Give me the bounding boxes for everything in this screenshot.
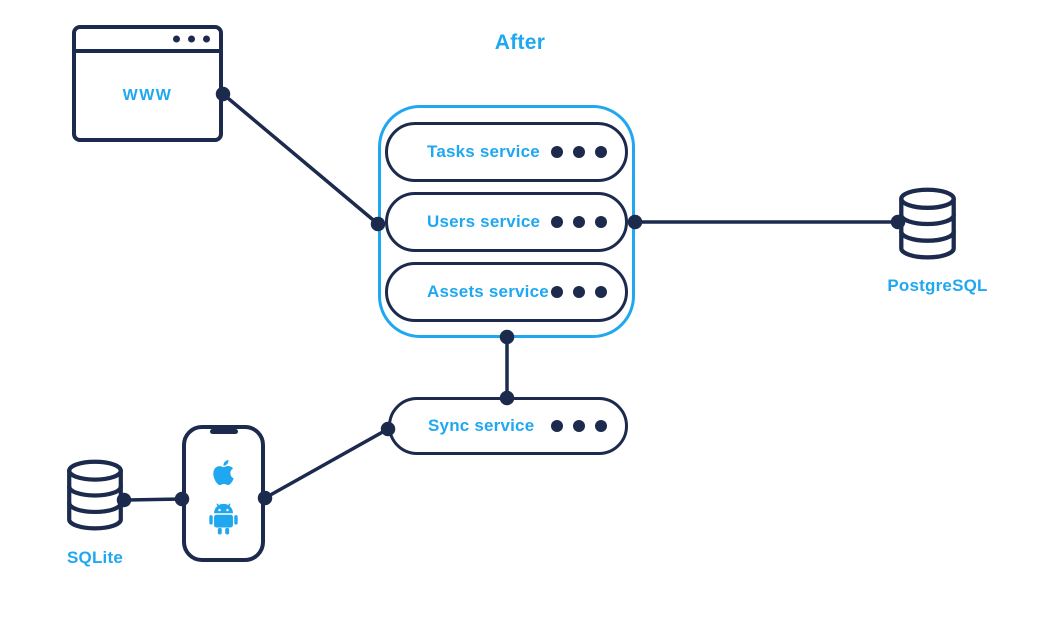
apple-icon xyxy=(213,460,234,485)
browser-titlebar xyxy=(76,29,219,53)
service-node-sync: Sync service xyxy=(388,397,628,455)
service-node-tasks: Tasks service xyxy=(385,122,628,182)
browser-body: WWW xyxy=(76,53,219,138)
phone-icons xyxy=(207,429,240,535)
ellipsis-icon xyxy=(551,420,607,432)
service-node-users: Users service xyxy=(385,192,628,252)
service-label: Assets service xyxy=(427,282,549,301)
service-label: Sync service xyxy=(428,416,535,435)
connector-www-services xyxy=(221,92,380,226)
service-node-assets: Assets service xyxy=(385,262,628,322)
service-label: Users service xyxy=(427,212,541,231)
postgresql-label: PostgreSQL xyxy=(887,276,988,295)
connector-sync-phone xyxy=(264,427,389,500)
connector-phone-sqlite xyxy=(123,497,183,502)
ellipsis-icon xyxy=(551,146,607,158)
phone-notch xyxy=(209,429,238,434)
database-icon xyxy=(899,187,956,260)
services-group: Tasks service Users service Assets servi… xyxy=(378,105,635,338)
mobile-phone xyxy=(182,425,265,562)
android-icon xyxy=(209,503,238,535)
diagram-title: After xyxy=(494,31,546,54)
www-label: WWW xyxy=(122,86,173,104)
database-icon xyxy=(67,459,123,531)
ellipsis-icon xyxy=(551,216,607,228)
browser-window: WWW xyxy=(72,25,223,142)
ellipsis-icon xyxy=(173,35,210,43)
service-label: Tasks service xyxy=(427,142,540,161)
sqlite-label: SQLite xyxy=(67,548,123,567)
ellipsis-icon xyxy=(551,286,607,298)
